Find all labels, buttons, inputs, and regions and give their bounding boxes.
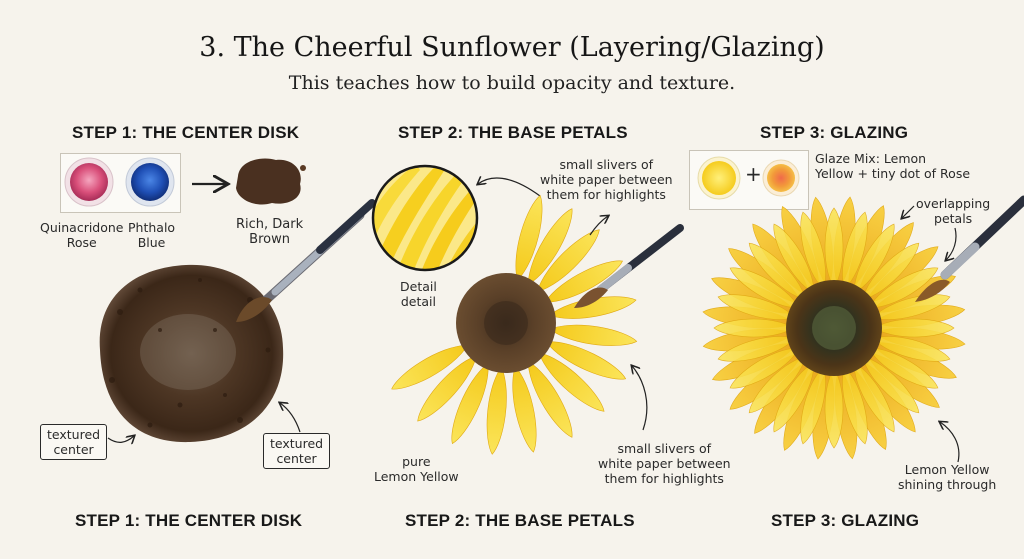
petal	[548, 296, 637, 319]
phthalo-blue-swatch	[125, 157, 175, 207]
petal	[536, 229, 600, 293]
petal	[861, 242, 920, 301]
petal	[729, 267, 800, 309]
lemon-shining-label: Lemon Yellow shining through	[898, 462, 997, 492]
petal	[548, 324, 638, 346]
petal	[800, 211, 826, 290]
detail-label: Detail detail	[400, 279, 437, 309]
paintbrush-icon	[236, 199, 376, 322]
petal	[800, 366, 826, 445]
step2-heading: STEP 2: THE BASE PETALS	[398, 123, 628, 142]
glaze-swatch	[762, 159, 800, 197]
petal	[538, 352, 605, 412]
result-label: Rich, Dark Brown	[236, 217, 304, 247]
petal	[417, 355, 477, 422]
petal	[872, 336, 951, 362]
overlapping-petals-label: overlapping petals	[916, 196, 991, 226]
petal	[773, 362, 815, 433]
page-title: 3. The Cheerful Sunflower (Layering/Glaz…	[199, 32, 825, 63]
step3-heading: STEP 3: GLAZING	[760, 123, 909, 142]
petal	[853, 362, 895, 433]
center-disk-illustration	[99, 264, 284, 443]
petal	[544, 260, 623, 303]
page-subtitle: This teaches how to build opacity and te…	[288, 72, 736, 94]
step1-footer: STEP 1: THE CENTER DISK	[75, 511, 303, 530]
petal	[872, 294, 951, 320]
paintbrush-icon	[574, 224, 684, 308]
brown-mix-blob	[236, 158, 301, 205]
step3-footer: STEP 3: GLAZING	[771, 511, 920, 530]
petal	[842, 366, 868, 445]
textured-center-label-right: textured center	[263, 433, 331, 469]
pure-lemon-label: pure Lemon Yellow	[374, 454, 459, 484]
paintbrush-icon	[915, 195, 1024, 302]
swatch2-label: Phthalo Blue	[128, 220, 176, 250]
petal	[861, 355, 920, 414]
step2-highlight-note-top: small slivers of white paper between the…	[540, 157, 673, 202]
glaze-mix-label: Glaze Mix: Lemon Yellow + tiny dot of Ro…	[815, 151, 971, 181]
petal	[868, 347, 939, 389]
petal	[713, 318, 795, 338]
petal	[729, 347, 800, 389]
lemon-yellow-swatch	[697, 156, 741, 200]
petal	[527, 208, 573, 286]
step2-footer: STEP 2: THE BASE PETALS	[405, 511, 635, 530]
petal	[868, 267, 939, 309]
petal	[451, 362, 489, 445]
petal	[873, 318, 955, 338]
petal	[853, 223, 895, 294]
petal	[773, 223, 815, 294]
petal-detail-circle	[371, 164, 479, 272]
petal	[824, 207, 844, 289]
textured-center-label-left: textured center	[40, 424, 108, 460]
step1-heading: STEP 1: THE CENTER DISK	[72, 123, 300, 142]
petal	[391, 344, 469, 390]
petal	[512, 365, 537, 453]
petal	[515, 195, 543, 282]
petal	[717, 336, 796, 362]
quinacridone-rose-swatch	[64, 157, 114, 207]
swatch1-label: Quinacridone Rose	[40, 220, 124, 250]
step2-highlight-note-bottom: small slivers of white paper between the…	[598, 441, 731, 486]
glazed-sunflower	[702, 196, 966, 460]
petal	[842, 211, 868, 290]
petal	[824, 367, 844, 449]
petal	[748, 242, 807, 301]
petal	[748, 355, 807, 414]
petal	[717, 294, 796, 320]
petal	[527, 360, 573, 438]
plus-sign: +	[745, 162, 762, 186]
base-petals-flower	[391, 195, 638, 455]
petal	[486, 366, 507, 455]
petal	[545, 341, 627, 380]
